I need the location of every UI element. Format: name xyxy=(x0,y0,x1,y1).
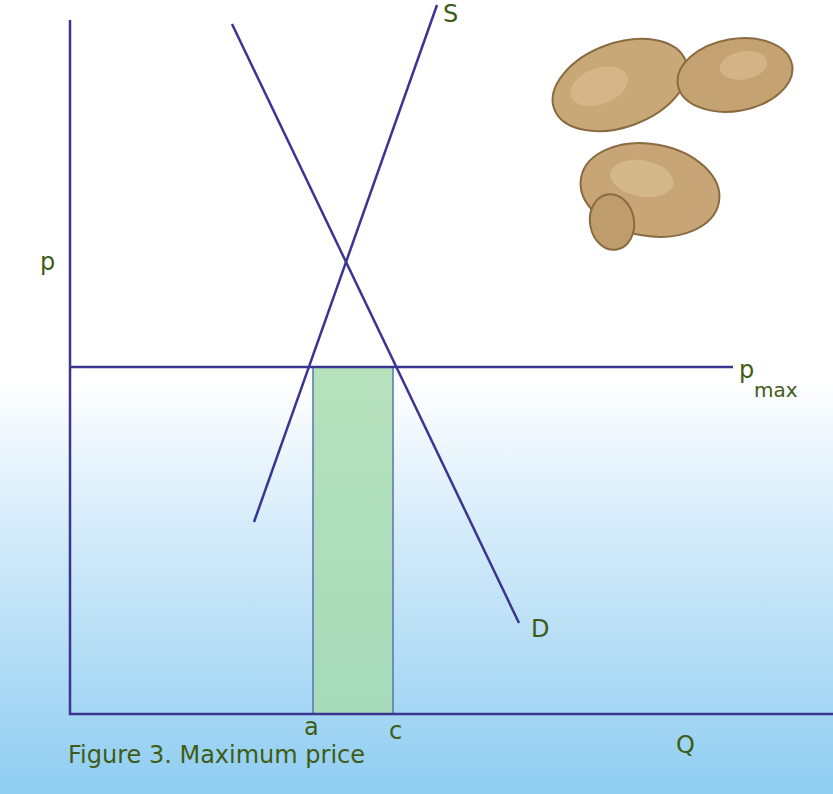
figure-caption: Figure 3. Maximum price xyxy=(68,743,365,767)
shortage-area xyxy=(313,367,393,714)
quantity-axis xyxy=(69,713,833,716)
demand-label: D xyxy=(531,617,549,641)
peanuts-illustration xyxy=(540,22,799,254)
ceiling-subscript: max xyxy=(754,380,798,400)
quantity-axis-label: Q xyxy=(676,733,695,757)
price-axis-label: p xyxy=(40,250,55,274)
ceiling-price-label: p xyxy=(739,358,754,382)
supply-label: S xyxy=(443,2,458,26)
price-ceiling-line xyxy=(70,366,733,369)
quantity-c-label: c xyxy=(389,719,402,743)
quantity-a-label: a xyxy=(304,715,319,739)
demand-curve xyxy=(232,24,519,623)
